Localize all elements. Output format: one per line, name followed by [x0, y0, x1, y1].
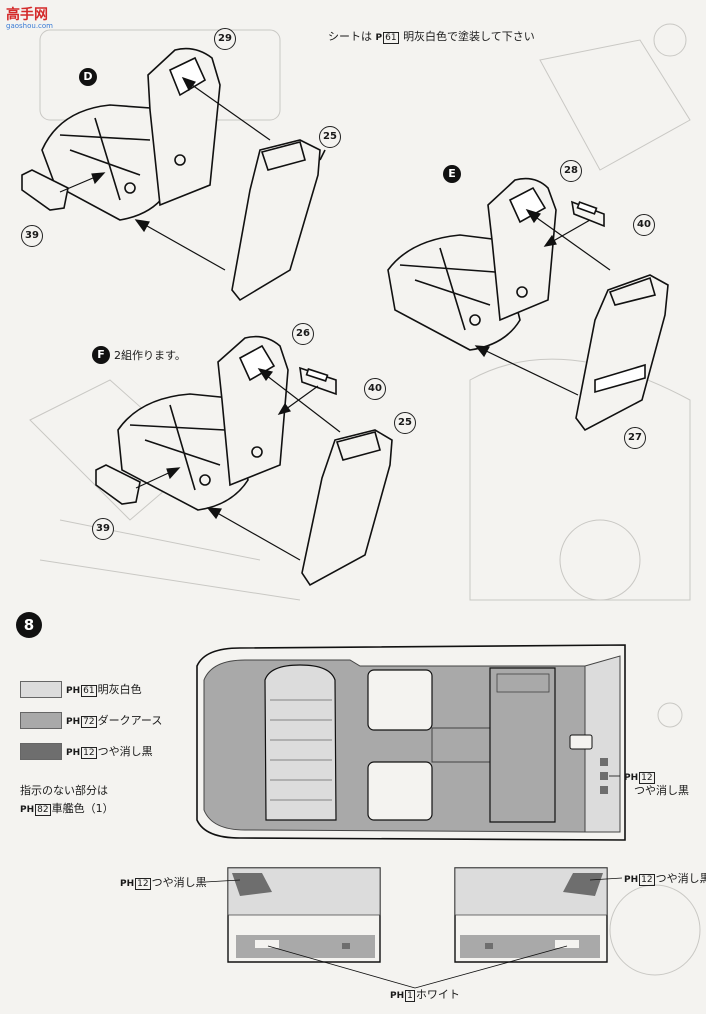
ph-label: PH	[390, 991, 405, 1001]
step-f-note: 2組作ります。	[114, 349, 186, 362]
legend-code: 72	[81, 716, 97, 728]
legend-name: ダークアース	[97, 714, 163, 727]
step-e-arrows	[474, 208, 611, 396]
part-number: 39	[21, 225, 43, 247]
legend-swatch	[20, 681, 62, 698]
step-8-marker: 8	[16, 612, 42, 638]
callout-code: 1	[405, 990, 415, 1002]
legend-name: 明灰白色	[97, 683, 142, 696]
legend-code: 12	[81, 747, 97, 759]
door-panels-drawing	[227, 867, 608, 963]
ph-label: PH	[66, 686, 81, 696]
step-d-marker: D	[79, 68, 97, 86]
step-8-drawing	[196, 644, 626, 841]
ph-label: PH	[624, 773, 639, 783]
ph-label: PH	[66, 748, 81, 758]
watermark-brand: 高手网	[6, 7, 48, 23]
step-f-drawing	[95, 335, 393, 587]
part-number: 27	[624, 427, 646, 449]
part-number: 40	[633, 214, 655, 236]
part-number: 40	[364, 378, 386, 400]
part-number: 25	[394, 412, 416, 434]
header-note-prefix: シートは	[328, 30, 372, 43]
ph-label: PH	[66, 717, 81, 727]
legend-name: つや消し黒	[97, 745, 153, 758]
legend-swatch	[20, 743, 62, 760]
header-note-text: 明灰白色で塗装して下さい	[403, 30, 535, 43]
step-d-arrows	[59, 76, 271, 271]
callout-code: 12	[639, 874, 655, 886]
ph-label: PH	[20, 805, 35, 815]
header-note-code: 61	[383, 32, 399, 44]
ph-label: PH	[624, 875, 639, 885]
step-e-marker: E	[443, 165, 461, 183]
step-e-drawing	[387, 177, 669, 432]
callout-lines	[204, 877, 623, 989]
part-number: 29	[214, 28, 236, 50]
callout-text: ホワイト	[415, 988, 460, 1001]
legend-swatch	[20, 712, 62, 729]
callout-text: つや消し黒	[655, 872, 706, 885]
legend-note-line1: 指示のない部分は	[20, 784, 108, 797]
step-f-arrows	[135, 368, 341, 561]
callout-code: 12	[639, 772, 655, 784]
legend-note-code: 82	[35, 804, 51, 816]
callout-code: 12	[135, 878, 151, 890]
legend-code: 61	[81, 685, 97, 697]
step-f-marker: F	[92, 346, 110, 364]
callout-text: つや消し黒	[151, 876, 207, 889]
part-number: 25	[319, 126, 341, 148]
part-number: 39	[92, 518, 114, 540]
callout-top-view-black-text: つや消し黒	[634, 784, 689, 797]
ph-mark: P	[375, 33, 383, 43]
watermark-url: gaoshou.com	[6, 22, 53, 30]
part-number: 28	[560, 160, 582, 182]
step-d-drawing	[21, 47, 326, 302]
ph-label: PH	[120, 879, 135, 889]
legend-note-text: 車艦色（1）	[51, 802, 114, 815]
part-number: 26	[292, 323, 314, 345]
watermark-logo: 高手网 gaoshou.com	[6, 4, 53, 30]
